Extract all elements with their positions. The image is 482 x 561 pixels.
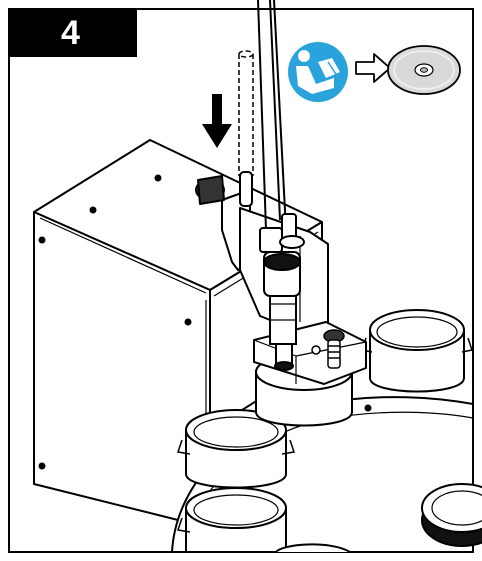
stirrer xyxy=(311,329,345,369)
step-number-badge: 4 xyxy=(9,9,137,57)
turntable-knob xyxy=(421,483,482,547)
read-manual-icon xyxy=(288,42,348,102)
sample-cup-right xyxy=(361,309,473,393)
sample-cup-bottom xyxy=(177,487,287,553)
sample-cup-partial xyxy=(275,543,351,553)
cd-disc-icon xyxy=(387,45,461,95)
temperature-probe-ghost xyxy=(238,50,254,176)
temperature-probe xyxy=(239,171,253,207)
step-number: 4 xyxy=(61,14,80,52)
arrow-right-outline-icon xyxy=(355,53,391,83)
sample-cup-middle xyxy=(177,409,295,489)
electrode-probe xyxy=(257,0,305,371)
arrow-down-icon xyxy=(202,94,232,148)
